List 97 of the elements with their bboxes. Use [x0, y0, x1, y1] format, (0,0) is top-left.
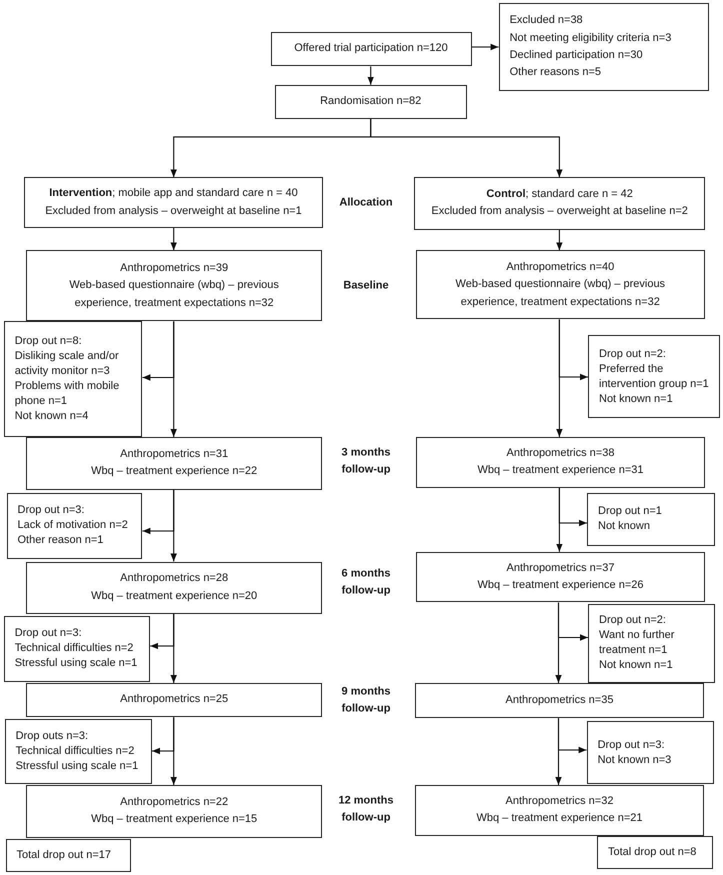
- arrow: [170, 614, 177, 683]
- box-text: Offered trial participation n=120: [294, 41, 448, 56]
- stage-box: [415, 683, 704, 718]
- box-text: Anthropometrics n=25: [120, 692, 228, 708]
- box-text: Excluded n=38: [510, 13, 583, 28]
- total-box: [597, 836, 714, 869]
- box-text: Declined participation n=30: [510, 48, 643, 63]
- box-text: Anthropometrics n=32: [506, 794, 614, 809]
- box-text: Stressful using scale n=1: [16, 759, 138, 774]
- stage-label: Allocation: [338, 195, 394, 210]
- dropout-box: [4, 719, 152, 784]
- stage-box: [26, 785, 322, 838]
- stage-box: [416, 552, 705, 602]
- box-text: Not meeting eligibility criteria n=3: [510, 30, 672, 46]
- box-text: Web-based questionnaire (wbq) – previous experience, treatment expectations n=32: [454, 277, 666, 310]
- box-text: Total drop out n=17: [16, 848, 111, 863]
- box-text: Other reason n=1: [18, 533, 104, 548]
- box-text: Want no further treatment n=1: [599, 628, 676, 658]
- stage-box: [24, 177, 323, 228]
- arrow: [556, 488, 563, 552]
- stage-box: [26, 250, 322, 322]
- arrow: [368, 66, 374, 85]
- arrow: [555, 602, 562, 683]
- box-text: Anthropometrics n=22: [120, 794, 228, 810]
- box-text: Excluded from analysis – overweight at baseline n=2: [431, 204, 688, 220]
- box-text: Wbq – treatment experience n=31: [477, 463, 644, 478]
- box-text: Randomisation n=82: [320, 94, 422, 110]
- dropout-box: [588, 604, 715, 683]
- arrow: [556, 230, 563, 250]
- stage-label: 12 months follow-up: [337, 794, 394, 826]
- stage-box: [270, 32, 472, 66]
- box-text: Drop out n=2:: [599, 613, 666, 628]
- dropout-box: [586, 721, 714, 784]
- box-text: Drop out n=3:: [598, 738, 665, 752]
- box-text: Drop out n=2:: [599, 346, 666, 362]
- dropout-box: [588, 335, 720, 418]
- box-text: Anthropometrics n=31: [120, 446, 228, 462]
- box-text: Wbq – treatment experience n=15: [91, 812, 258, 828]
- box-text: Drop out n=3:: [18, 503, 84, 518]
- box-text: Drop out n=8:: [14, 334, 82, 350]
- arrow: [170, 321, 177, 437]
- box-text: Technical difficulties n=2: [14, 641, 134, 656]
- stage-box: [414, 177, 705, 230]
- box-text: Anthropometrics n=37: [506, 560, 614, 576]
- box-text: Web-based questionnaire (wbq) – previous experience, treatment expectations n=32: [68, 278, 280, 311]
- stage-box: [26, 562, 322, 614]
- box-text: Anthropometrics n=35: [506, 692, 614, 708]
- box-text: Control; standard care n = 42: [486, 187, 633, 202]
- arrow: [370, 118, 563, 178]
- box-text: Not known n=3: [598, 752, 672, 768]
- box-text: Wbq – treatment experience n=22: [91, 464, 258, 480]
- arrow: [170, 228, 177, 250]
- stage-label: 3 months follow-up: [340, 446, 392, 478]
- box-text: Technical difficulties n=2: [16, 744, 134, 759]
- stage-box: [26, 683, 322, 718]
- stage-box: [274, 84, 467, 119]
- box-text: Disliking scale and/or activity monitor n=3: [14, 349, 120, 380]
- box-text: Not known: [598, 519, 650, 534]
- stage-label: Baseline: [342, 278, 390, 294]
- stage-box: [415, 785, 704, 836]
- box-text: Intervention; mobile app and standard care n = 40: [49, 186, 298, 202]
- dropout-box: [4, 616, 150, 682]
- box-text: Problems with mobile phone n=1: [14, 379, 120, 410]
- stage-label: 9 months follow-up: [340, 684, 392, 717]
- box-text: Wbq – treatment experience n=21: [476, 811, 642, 826]
- box-text: Drop out n=3:: [14, 626, 82, 642]
- dropout-box: [587, 492, 716, 546]
- stage-box: [416, 250, 705, 320]
- box-text: Wbq – treatment experience n=20: [91, 588, 258, 604]
- dropout-box: [4, 321, 142, 437]
- box-text: Drop out n=1: [598, 504, 662, 520]
- arrow: [170, 490, 177, 562]
- box-text: Anthropometrics n=39: [120, 260, 228, 276]
- total-box: [6, 838, 132, 872]
- box-text: Lack of motivation n=2: [18, 518, 128, 534]
- box-text: Anthropometrics n=38: [506, 446, 614, 461]
- box-text: Anthropometrics n=40: [506, 260, 614, 275]
- box-text: Drop outs n=3:: [16, 729, 88, 744]
- stage-box: [26, 437, 322, 490]
- stage-box: [416, 437, 705, 488]
- box-text: Preferred the intervention group n=1: [599, 362, 710, 392]
- box-text: Not known n=4: [14, 409, 88, 424]
- box-text: Wbq – treatment experience n=26: [477, 578, 644, 594]
- box-text: Other reasons n=5: [510, 65, 602, 80]
- box-text: Excluded from analysis – overweight at baseline n=1: [45, 204, 302, 219]
- box-text: Not known n=1: [599, 392, 673, 407]
- box-text: Total drop out n=8: [608, 845, 696, 860]
- arrow: [556, 319, 563, 437]
- arrow: [472, 44, 499, 50]
- arrow: [170, 717, 177, 785]
- dropout-box: [6, 492, 142, 559]
- box-text: Not known n=1: [599, 658, 673, 674]
- stage-label: 6 months follow-up: [340, 566, 392, 599]
- arrow: [555, 718, 562, 785]
- box-text: Stressful using scale n=1: [14, 656, 138, 672]
- box-text: Anthropometrics n=28: [120, 571, 228, 586]
- exclusion-box: [498, 2, 709, 91]
